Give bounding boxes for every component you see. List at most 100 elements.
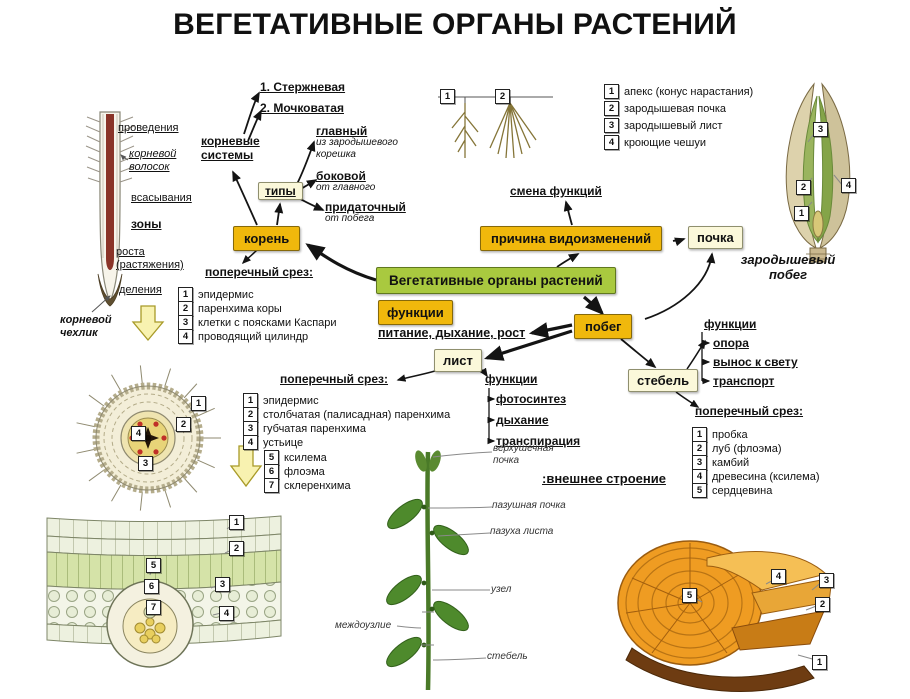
bud-num-4: 4 bbox=[841, 178, 856, 193]
root-system-taproot-label: 1. Стержневая bbox=[260, 80, 346, 94]
legend-text: эпидермис bbox=[198, 288, 254, 301]
legend-text: луб (флоэма) bbox=[712, 442, 782, 455]
stem-functions-label: функции bbox=[704, 317, 757, 331]
leaf-fn-respiration: дыхание bbox=[496, 413, 549, 427]
legend-num: 7 bbox=[264, 478, 279, 493]
stem-legend-item: 5 сердцевина bbox=[692, 483, 772, 498]
function-change-label: смена функций bbox=[510, 184, 602, 198]
zone-conduction-label: проведения bbox=[118, 122, 179, 134]
stem-label: стебель bbox=[487, 651, 528, 662]
root-type-main-desc: из зародышевого корешка bbox=[316, 137, 398, 160]
legend-num: 5 bbox=[264, 450, 279, 465]
wood-num-3: 3 bbox=[819, 573, 834, 588]
legend-num: 2 bbox=[604, 101, 619, 116]
root-type-lateral-desc: от главного bbox=[316, 182, 376, 193]
stem-cross-section-illustration bbox=[617, 540, 833, 693]
legend-text: кроющие чешуи bbox=[624, 136, 706, 149]
leafcs-num-5: 5 bbox=[146, 558, 161, 573]
yellow-down-arrow-root bbox=[131, 305, 165, 342]
legend-text: клетки с поясками Каспари bbox=[198, 316, 337, 329]
legend-num: 1 bbox=[178, 287, 193, 302]
pointer-arrows bbox=[91, 154, 129, 313]
wood-num-1: 1 bbox=[812, 655, 827, 670]
legend-num: 2 bbox=[692, 441, 707, 456]
leaf-functions-label: функции bbox=[485, 372, 538, 386]
legend-num: 3 bbox=[692, 455, 707, 470]
bud-caption: зародышевый побег bbox=[740, 252, 836, 283]
leaf-fn-transpiration: транспирация bbox=[496, 434, 581, 448]
leafcs-num-2: 2 bbox=[229, 541, 244, 556]
legend-num: 5 bbox=[692, 483, 707, 498]
legend-num: 3 bbox=[243, 421, 258, 436]
root-tip-illustration bbox=[85, 111, 135, 307]
legend-text: паренхима коры bbox=[198, 302, 282, 315]
leaf-axil-label: пазуха листа bbox=[490, 526, 554, 537]
poster-title: ВЕГЕТАТИВНЫЕ ОРГАНЫ РАСТЕНИЙ bbox=[173, 8, 737, 41]
root-legend-item: 2 паренхима коры bbox=[178, 301, 282, 316]
rootcs-num-1: 1 bbox=[191, 396, 206, 411]
zones-label: зоны bbox=[131, 217, 162, 231]
zone-division-label: деления bbox=[119, 284, 162, 296]
leaf-box: лист bbox=[434, 349, 482, 372]
root-cap-label: корневой чехлик bbox=[60, 314, 112, 339]
root-type-lateral-label: боковой bbox=[316, 169, 366, 183]
legend-num: 2 bbox=[178, 301, 193, 316]
root-types-box: типы bbox=[258, 182, 303, 200]
legend-text: флоэма bbox=[284, 465, 325, 478]
legend-num: 4 bbox=[692, 469, 707, 484]
root-box: корень bbox=[233, 226, 301, 251]
leafcs-num-7: 7 bbox=[146, 600, 161, 615]
leafcs-num-6: 6 bbox=[144, 579, 159, 594]
functions-box: функции bbox=[378, 300, 453, 325]
legend-text: устьице bbox=[263, 436, 304, 449]
legend-num: 4 bbox=[178, 329, 193, 344]
wood-num-2: 2 bbox=[815, 597, 830, 612]
root-legend-item: 3 клетки с поясками Каспари bbox=[178, 315, 337, 330]
legend-num: 1 bbox=[692, 427, 707, 442]
legend-text: пробка bbox=[712, 428, 748, 441]
legend-num: 4 bbox=[604, 135, 619, 150]
bud-legend-item: 4 кроющие чешуи bbox=[604, 135, 706, 150]
leaf-cross-section-illustration bbox=[46, 515, 282, 668]
stem-cross-section-label: поперечный срез: bbox=[695, 404, 804, 418]
legend-text: ксилема bbox=[284, 451, 327, 464]
sketch-num-1: 1 bbox=[440, 89, 455, 104]
shoot-box: побег bbox=[574, 314, 633, 339]
root-systems-label: корневые системы bbox=[201, 134, 260, 163]
legend-num: 1 bbox=[604, 84, 619, 99]
apical-bud-label: верхушечная почка bbox=[493, 443, 554, 466]
yellow-down-arrow-leaf bbox=[229, 445, 263, 488]
leaf-legend-item: 3 губчатая паренхима bbox=[243, 421, 366, 436]
root-legend-item: 1 эпидермис bbox=[178, 287, 254, 302]
root-type-main-label: главный bbox=[316, 124, 368, 138]
legend-text: губчатая паренхима bbox=[263, 422, 366, 435]
legend-text: древесина (ксилема) bbox=[712, 470, 820, 483]
stem-fn-transport: транспорт bbox=[713, 374, 775, 388]
zone-absorption-label: всасывания bbox=[131, 192, 192, 204]
stem-fn-support: опора bbox=[713, 336, 749, 350]
leaf-fn-photosynthesis: фотосинтез bbox=[496, 392, 567, 406]
bud-num-3: 3 bbox=[813, 122, 828, 137]
zone-growth-label: роста (растяжения) bbox=[116, 246, 184, 271]
legend-num: 3 bbox=[178, 315, 193, 330]
shoot-external-label: :внешнее строение bbox=[542, 471, 666, 486]
legend-num: 3 bbox=[604, 118, 619, 133]
root-type-adventitious-desc: от побега bbox=[325, 213, 375, 224]
legend-num: 1 bbox=[243, 393, 258, 408]
legend-text: зародышевый лист bbox=[624, 119, 723, 132]
shoot-illustration bbox=[386, 450, 469, 691]
concept-arrows bbox=[232, 91, 716, 445]
stem-box: стебель bbox=[628, 369, 699, 392]
leafcs-num-4: 4 bbox=[219, 606, 234, 621]
stem-legend-item: 4 древесина (ксилема) bbox=[692, 469, 820, 484]
main-topic-box: Вегетативные органы растений bbox=[376, 267, 616, 294]
legend-text: сердцевина bbox=[712, 484, 773, 497]
wood-num-4: 4 bbox=[771, 569, 786, 584]
axillary-bud-label: пазушная почка bbox=[492, 500, 566, 511]
